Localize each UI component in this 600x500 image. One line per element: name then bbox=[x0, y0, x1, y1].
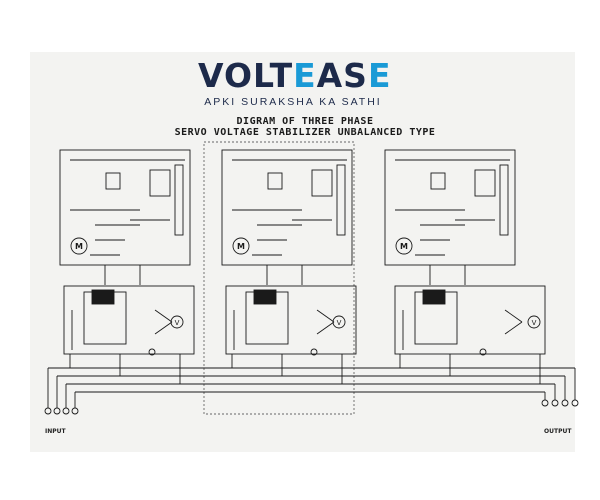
transformer-block bbox=[149, 169, 171, 197]
terminal-strip bbox=[174, 164, 184, 236]
servo-motor bbox=[395, 237, 413, 255]
transformer-block bbox=[474, 169, 496, 197]
input-terminal bbox=[71, 407, 79, 415]
motor-label: M bbox=[237, 242, 245, 251]
stabilizer-unit-3 bbox=[384, 149, 546, 384]
variac-coil bbox=[91, 289, 115, 305]
output-terminal bbox=[551, 399, 559, 407]
relay-block bbox=[430, 172, 446, 190]
indicator-lamp bbox=[479, 348, 487, 356]
diagram-subtitle: SERVO VOLTAGE STABILIZER UNBALANCED TYPE bbox=[174, 127, 436, 138]
brand-tagline: APKI SURAKSHA KA SATHI bbox=[204, 96, 382, 108]
relay-block bbox=[267, 172, 283, 190]
terminal-strip bbox=[499, 164, 509, 236]
output-terminal bbox=[561, 399, 569, 407]
relay-block bbox=[105, 172, 121, 190]
input-terminal bbox=[53, 407, 61, 415]
servo-motor bbox=[232, 237, 250, 255]
brand-logo: VOLTEASE APKI SURAKSHA KA SATHI bbox=[198, 56, 392, 112]
voltmeter bbox=[170, 315, 184, 329]
indicator-lamp bbox=[310, 348, 318, 356]
indicator-lamp bbox=[148, 348, 156, 356]
variac-frame bbox=[63, 285, 195, 355]
center-enclosure bbox=[203, 141, 355, 415]
stabilizer-unit-1 bbox=[59, 149, 195, 384]
servo-motor bbox=[70, 237, 88, 255]
voltmeter-label: V bbox=[337, 319, 342, 327]
output-terminal bbox=[541, 399, 549, 407]
transformer-block bbox=[311, 169, 333, 197]
stabilizer-unit-2 bbox=[221, 149, 357, 384]
control-board bbox=[59, 149, 191, 266]
output-terminal bbox=[571, 399, 579, 407]
input-label: INPUT bbox=[45, 428, 66, 435]
variac-frame bbox=[394, 285, 546, 355]
voltmeter-label: V bbox=[532, 319, 537, 327]
control-board bbox=[384, 149, 516, 266]
output-label: OUTPUT bbox=[544, 428, 572, 435]
voltmeter bbox=[527, 315, 541, 329]
variac-frame bbox=[225, 285, 357, 355]
motor-label: M bbox=[400, 242, 408, 251]
voltmeter bbox=[332, 315, 346, 329]
diagram-sheet bbox=[30, 52, 575, 452]
control-board bbox=[221, 149, 353, 266]
input-terminal bbox=[62, 407, 70, 415]
diagram-title: DIGRAM OF THREE PHASE bbox=[236, 116, 374, 127]
variac-coil bbox=[253, 289, 277, 305]
voltmeter-label: V bbox=[175, 319, 180, 327]
input-terminal bbox=[44, 407, 52, 415]
brand-wordmark: VOLTEASE bbox=[198, 56, 392, 95]
terminal-strip bbox=[336, 164, 346, 236]
motor-label: M bbox=[75, 242, 83, 251]
variac-coil bbox=[422, 289, 446, 305]
